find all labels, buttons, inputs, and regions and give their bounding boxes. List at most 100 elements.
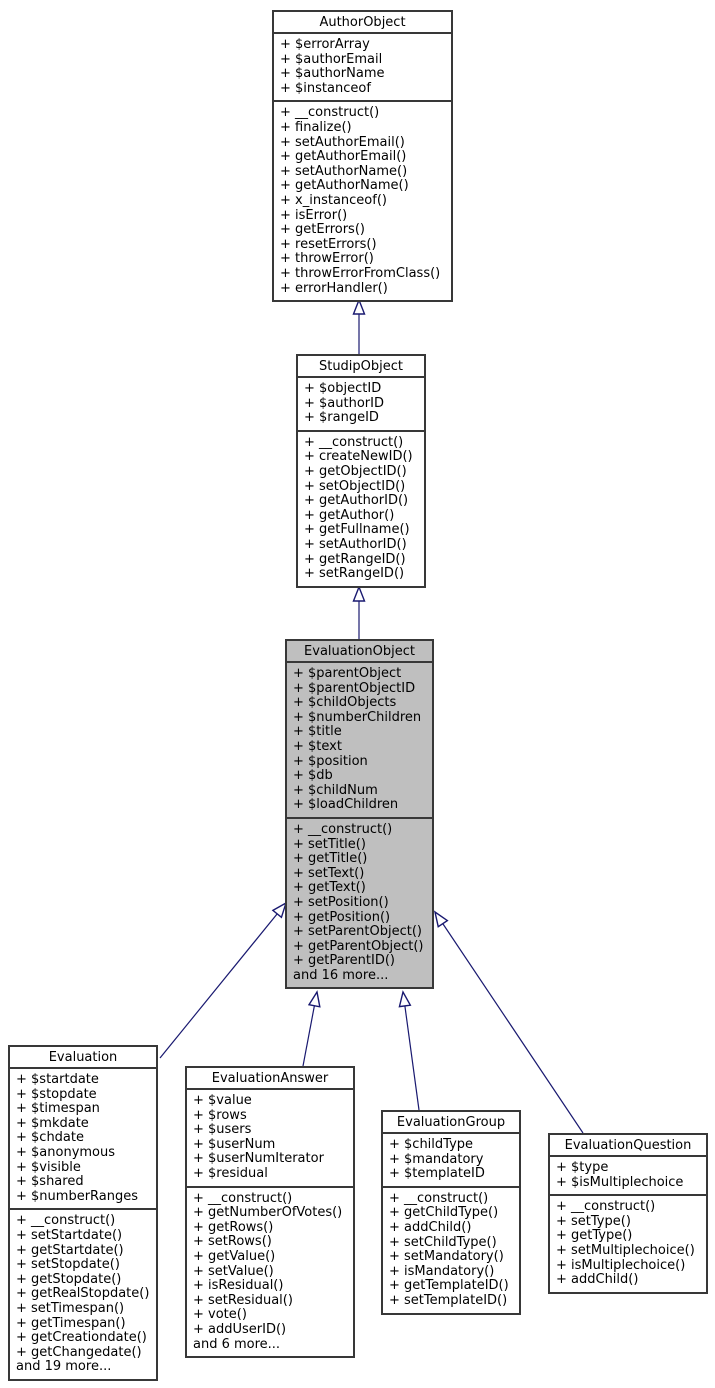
class-method: + __construct() [304,434,404,450]
class-method: + getType() [556,1228,633,1244]
class-method: + setText() [293,865,365,881]
class-title: EvaluationGroup [396,1115,506,1130]
class-method: + finalize() [280,119,352,135]
class-attribute: + $numberChildren [293,709,422,725]
class-attribute: + $errorArray [280,37,370,52]
class-attribute: + $childType [389,1137,474,1152]
class-attributes-compartment: + $objectID+ $authorID+ $rangeID [298,376,424,430]
class-attribute: + $mandatory [389,1151,484,1167]
class-method: + isResidual() [193,1278,284,1294]
class-method: + setObjectID() [304,478,406,494]
class-node-evaluationgroup[interactable]: EvaluationGroup+ $childType+ $mandatory+… [381,1110,521,1315]
class-method: + isMandatory() [389,1263,495,1279]
class-method: + setRangeID() [304,566,405,582]
class-attributes-compartment: + $startdate+ $stopdate+ $timespan+ $mkd… [10,1067,156,1208]
class-method: + __construct() [280,105,380,121]
class-method: + addChild() [389,1219,472,1235]
class-method: + getTitle() [293,851,368,867]
class-method: + setTimespan() [16,1300,125,1316]
class-method: + getTemplateID() [389,1278,509,1294]
class-method: + isError() [280,207,348,223]
class-methods-compartment: + __construct()+ setStartdate()+ getStar… [10,1208,156,1379]
class-attribute: + $childNum [293,782,378,798]
class-method: + isMultiplechoice() [556,1257,686,1273]
class-title: EvaluationAnswer [211,1071,329,1086]
class-method: + throwError() [280,251,374,267]
class-node-evaluationanswer[interactable]: EvaluationAnswer + $value+ $rows+ $users +… [185,1066,355,1359]
class-method: + setValue() [193,1263,274,1279]
class-method: + getAuthor() [304,507,395,523]
class-node-evaluationobject[interactable]: EvaluationObject+ $parentObject+ $parent… [285,639,434,990]
class-method: + getChildType() [389,1205,499,1221]
class-method: + getCreationdate() [16,1330,147,1346]
class-attribute: + $users [193,1122,252,1138]
class-method: + setRows() [193,1234,272,1250]
class-title: StudipObject [318,359,404,374]
class-attribute: + $rows [193,1107,247,1123]
class-method: + setStartdate() [16,1227,123,1243]
class-attribute: + $isMultiplechoice [556,1174,684,1190]
class-attributes-compartment: + $childType+ $mandatory+ $templateID [383,1132,519,1186]
class-method: + createNewID() [304,449,413,465]
class-attribute: + $shared [16,1174,84,1190]
class-attribute: + $authorName [280,66,385,82]
class-attribute: + $value [193,1093,252,1108]
class-method: + setPosition() [293,894,389,910]
class-method: + __construct() [389,1190,489,1206]
class-attributes-compartment: + $errorArray+ $authorEmail+ $authorName… [274,32,451,100]
class-method: + getObjectID() [304,463,407,479]
class-method: + __construct() [293,821,393,837]
class-method: + setParentObject() [293,924,422,940]
class-attribute: + $loadChildren [293,797,399,813]
class-method: + getAuthorID() [304,493,409,509]
class-attribute: + $timespan [16,1101,100,1117]
class-attribute: + $authorID [304,395,384,411]
class-method: + setType() [556,1213,631,1229]
class-method: + getValue() [193,1248,276,1264]
class-method: + setAuthorName() [280,163,408,179]
class-method: + setResidual() [193,1292,293,1308]
class-attribute: + $numberRanges [16,1188,139,1204]
class-attribute: + $instanceof [280,80,371,96]
class-method: and 6 more... [193,1336,281,1352]
class-method: + getParentObject() [293,938,424,954]
class-method: + setAuthorID() [304,536,407,552]
class-node-authorobject[interactable]: AuthorObject+ $errorArray+ $authorEmail+… [272,10,453,303]
class-method: + vote() [193,1307,247,1323]
class-attribute: + $userNumIterator [193,1151,324,1167]
inheritance-arrow-evaluationanswer-extends-evaluationobject [302,992,317,1067]
class-method: + getTimespan() [16,1315,126,1331]
class-method: + __construct() [193,1190,293,1206]
class-attribute: + $startdate [16,1072,99,1087]
class-methods-compartment: + __construct()+ createNewID()+ getObjec… [298,429,424,586]
class-method: + getRealStopdate() [16,1286,150,1302]
class-methods-compartment: + __construct()+ setTitle()+ getTitle()+… [287,816,432,988]
class-method: + errorHandler() [280,280,388,296]
class-method: + setTemplateID() [389,1292,508,1308]
class-attribute: + $chdate [16,1130,84,1146]
class-method: + setMandatory() [389,1249,504,1265]
class-method: + x_instanceof() [280,192,387,208]
class-attribute: + $childObjects [293,695,397,711]
inheritance-arrow-evaluationgroup-extends-evaluationobject [403,992,420,1111]
class-method: + getChangedate() [16,1344,142,1360]
class-method: + getRangeID() [304,551,406,567]
class-node-studipobject[interactable]: StudipObject + $objectID+ $authorID+ $ran… [296,354,426,588]
class-attribute: + $type [556,1160,609,1175]
class-attribute: + $templateID [389,1166,485,1182]
class-node-evaluation[interactable]: Evaluation+ $startdate+ $stopdate+ $time… [8,1045,158,1381]
class-attribute: + $rangeID [304,410,379,426]
class-title: EvaluationObject [304,644,415,659]
class-attribute: + $anonymous [16,1144,116,1160]
class-attribute: + $parentObjectID [293,680,416,696]
class-method: + setTitle() [293,836,366,852]
class-method: + setMultiplechoice() [556,1242,695,1258]
class-methods-compartment: + __construct()+ getNumberOfVotes()+ get… [187,1185,353,1357]
class-method: + setStopdate() [16,1257,120,1273]
class-attribute: + $position [293,753,368,769]
class-method: + addUserID() [193,1321,287,1337]
class-methods-compartment: + __construct()+ getChildType()+ addChil… [383,1185,519,1313]
class-node-evaluationquestion[interactable]: EvaluationQuestion+ $type+ $isMultiplech… [548,1133,708,1294]
class-method: + __construct() [556,1199,656,1215]
